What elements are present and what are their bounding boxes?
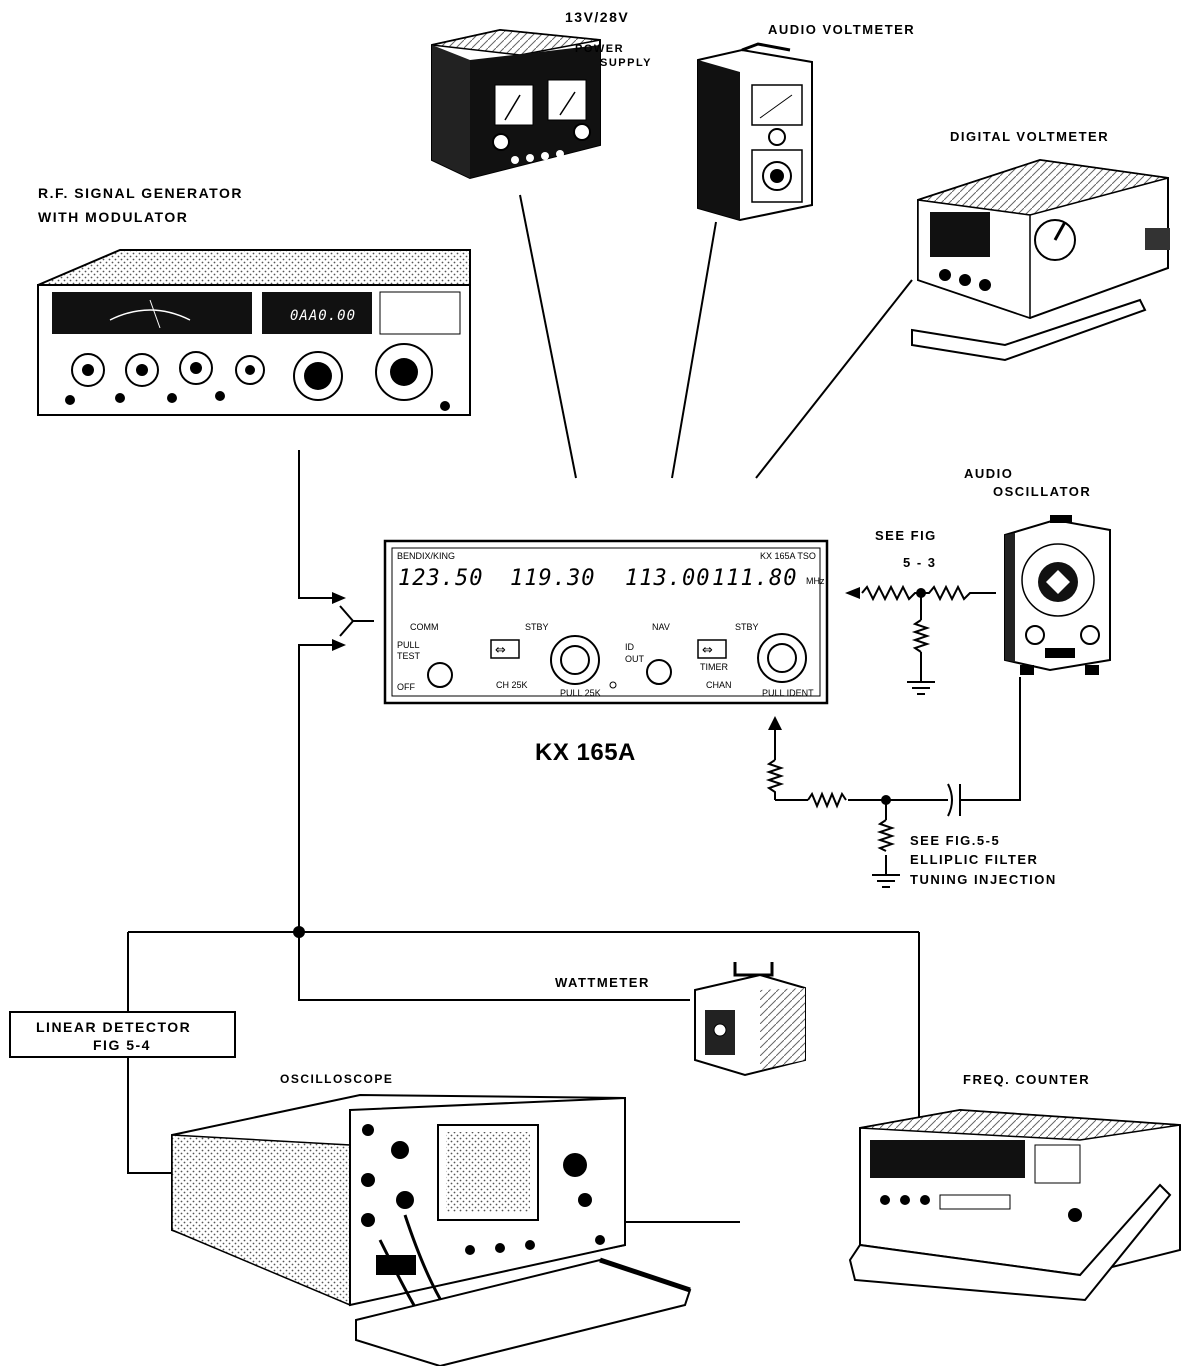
kx165a-name-label: KX 165A [535,739,636,766]
wattmeter-label: WATTMETER [555,975,650,990]
kx165a-com-standby: 119.30 [510,566,595,591]
power-supply-label-line2: POWER [575,43,624,55]
kx165a-off-label: OFF [397,682,415,692]
resistor-injection-series [807,791,847,809]
kx165a-model-tag: KX 165A TSO [760,551,816,561]
kx165a-pull-test-line1: PULL [397,640,420,650]
audio-voltmeter: AUDIO VOLTMETER [697,22,915,222]
power-supply-voltage-label: 13V/28V [565,9,629,25]
kx165a-out-label: OUT [625,654,645,664]
kx165a-nav-transfer-button [697,639,727,659]
power-supply-label-line3: SUPPLY [600,57,652,69]
freq-counter-label: FREQ. COUNTER [963,1072,1090,1087]
rf-generator-display: 0AA0.00 [290,308,356,324]
wattmeter: WATTMETER [555,962,806,1077]
digital-voltmeter-label: DIGITAL VOLTMETER [950,129,1109,144]
kx165a-stby-label-right: STBY [735,622,759,632]
swap-arrow-icon: ⇔ [495,643,506,658]
audio-oscillator-label-line1: AUDIO [964,466,1013,481]
resistor-injection-vertical [765,759,785,800]
kx165a-com-freq-knob-inner [560,645,590,675]
kx165a-com-active: 123.50 [398,566,483,591]
audio-voltmeter-label: AUDIO VOLTMETER [768,22,915,37]
kx165a-com-transfer-button [490,639,520,659]
kx165a-pull-test-line2: TEST [397,651,421,661]
linear-detector: LINEAR DETECTOR FIG 5-4 [9,1011,236,1058]
rf-signal-generator: R.F. SIGNAL GENERATOR WITH MODULATOR 0AA… [37,185,471,416]
kx165a-com-label: COMM [410,622,439,632]
junction-dots [293,588,926,938]
resistor-injection-shunt [876,819,896,852]
kx165a-brand: BENDIX/KING [397,551,455,561]
kx165a-pull-label-right: PULL IDENT [762,688,814,698]
frequency-counter: FREQ. COUNTER [848,1072,1181,1302]
see-fig-5-3-line1: SEE FIG [875,528,937,543]
resistor-fig53-shunt [911,619,931,653]
capacitor [940,783,968,817]
kx165a-chan-label: CHAN [706,680,732,690]
connection-wires [127,194,1021,1223]
swap-arrow-icon-nav: ⇔ [702,643,713,658]
kx165a-nav-volume-knob [646,659,672,685]
kx165a-radio: BENDIX/KING KX 165A TSO 123.50 119.30 11… [383,539,829,766]
kx165a-ch-label: CH 25K [496,680,528,690]
kx165a-id-label: ID [625,642,635,652]
oscilloscope-label: OSCILLOSCOPE [280,1072,393,1086]
kx165a-timer-label: TIMER [700,662,728,672]
kx165a-nav-freq-knob-inner [767,643,797,673]
resistor-network [765,584,996,852]
see-fig-5-5-line3: TUNING INJECTION [910,872,1057,887]
kx165a-volume-knob [427,662,453,688]
audio-oscillator: AUDIO OSCILLATOR [964,466,1111,675]
kx165a-pull-label-left: PULL 25K [560,688,601,698]
linear-detector-label-line1: LINEAR DETECTOR [36,1019,191,1035]
resistor-fig53-right [921,584,996,602]
resistor-fig53-left [861,584,921,602]
linear-detector-label-line2: FIG 5-4 [93,1037,151,1053]
kx165a-nav-standby: 111.80 [712,566,797,591]
rf-generator-label-line2: WITH MODULATOR [38,209,188,225]
kx165a-indicator-dot [609,681,617,689]
see-fig-5-3-line2: 5 - 3 [903,555,937,570]
ground-symbols [872,681,935,888]
kx165a-nav-active: 113.00 [625,566,710,591]
audio-oscillator-label-line2: OSCILLATOR [993,484,1091,499]
kx165a-stby-label-left: STBY [525,622,549,632]
oscilloscope: OSCILLOSCOPE [171,1072,692,1366]
rf-generator-label-line1: R.F. SIGNAL GENERATOR [38,185,243,201]
kx165a-mhz-label: MHz [806,576,825,586]
digital-voltmeter: DIGITAL VOLTMETER [911,129,1170,362]
power-supply: 13V/28V POWER SUPPLY [431,9,652,180]
combiner-symbol [339,605,374,637]
see-fig-5-5-line2: ELLIPLIC FILTER [910,852,1038,867]
see-fig-5-5-line1: SEE FIG.5-5 [910,833,1000,848]
arrowheads [332,587,860,730]
kx165a-nav-label: NAV [652,622,670,632]
